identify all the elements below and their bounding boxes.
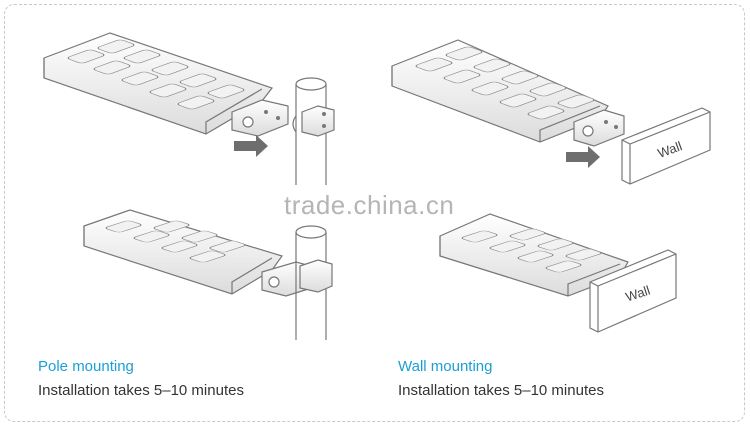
wall-mounting-description: Installation takes 5–10 minutes <box>398 382 604 399</box>
light-fixture-wall-assembled <box>439 213 677 333</box>
arrow-right-icon <box>566 146 600 168</box>
pole-mounting-description: Installation takes 5–10 minutes <box>38 382 244 399</box>
wall-mounting-title: Wall mounting <box>398 358 493 375</box>
arrow-right-icon <box>234 135 268 157</box>
light-fixture-pole-assembled <box>83 209 333 340</box>
watermark-text: trade.china.cn <box>284 190 455 220</box>
light-fixture-wall-exploded <box>391 39 711 185</box>
dashed-frame <box>4 4 745 422</box>
pole-mounting-title: Pole mounting <box>38 358 134 375</box>
wall-sign-bottom: Wall <box>624 283 652 305</box>
light-fixture-pole-exploded <box>43 32 335 185</box>
